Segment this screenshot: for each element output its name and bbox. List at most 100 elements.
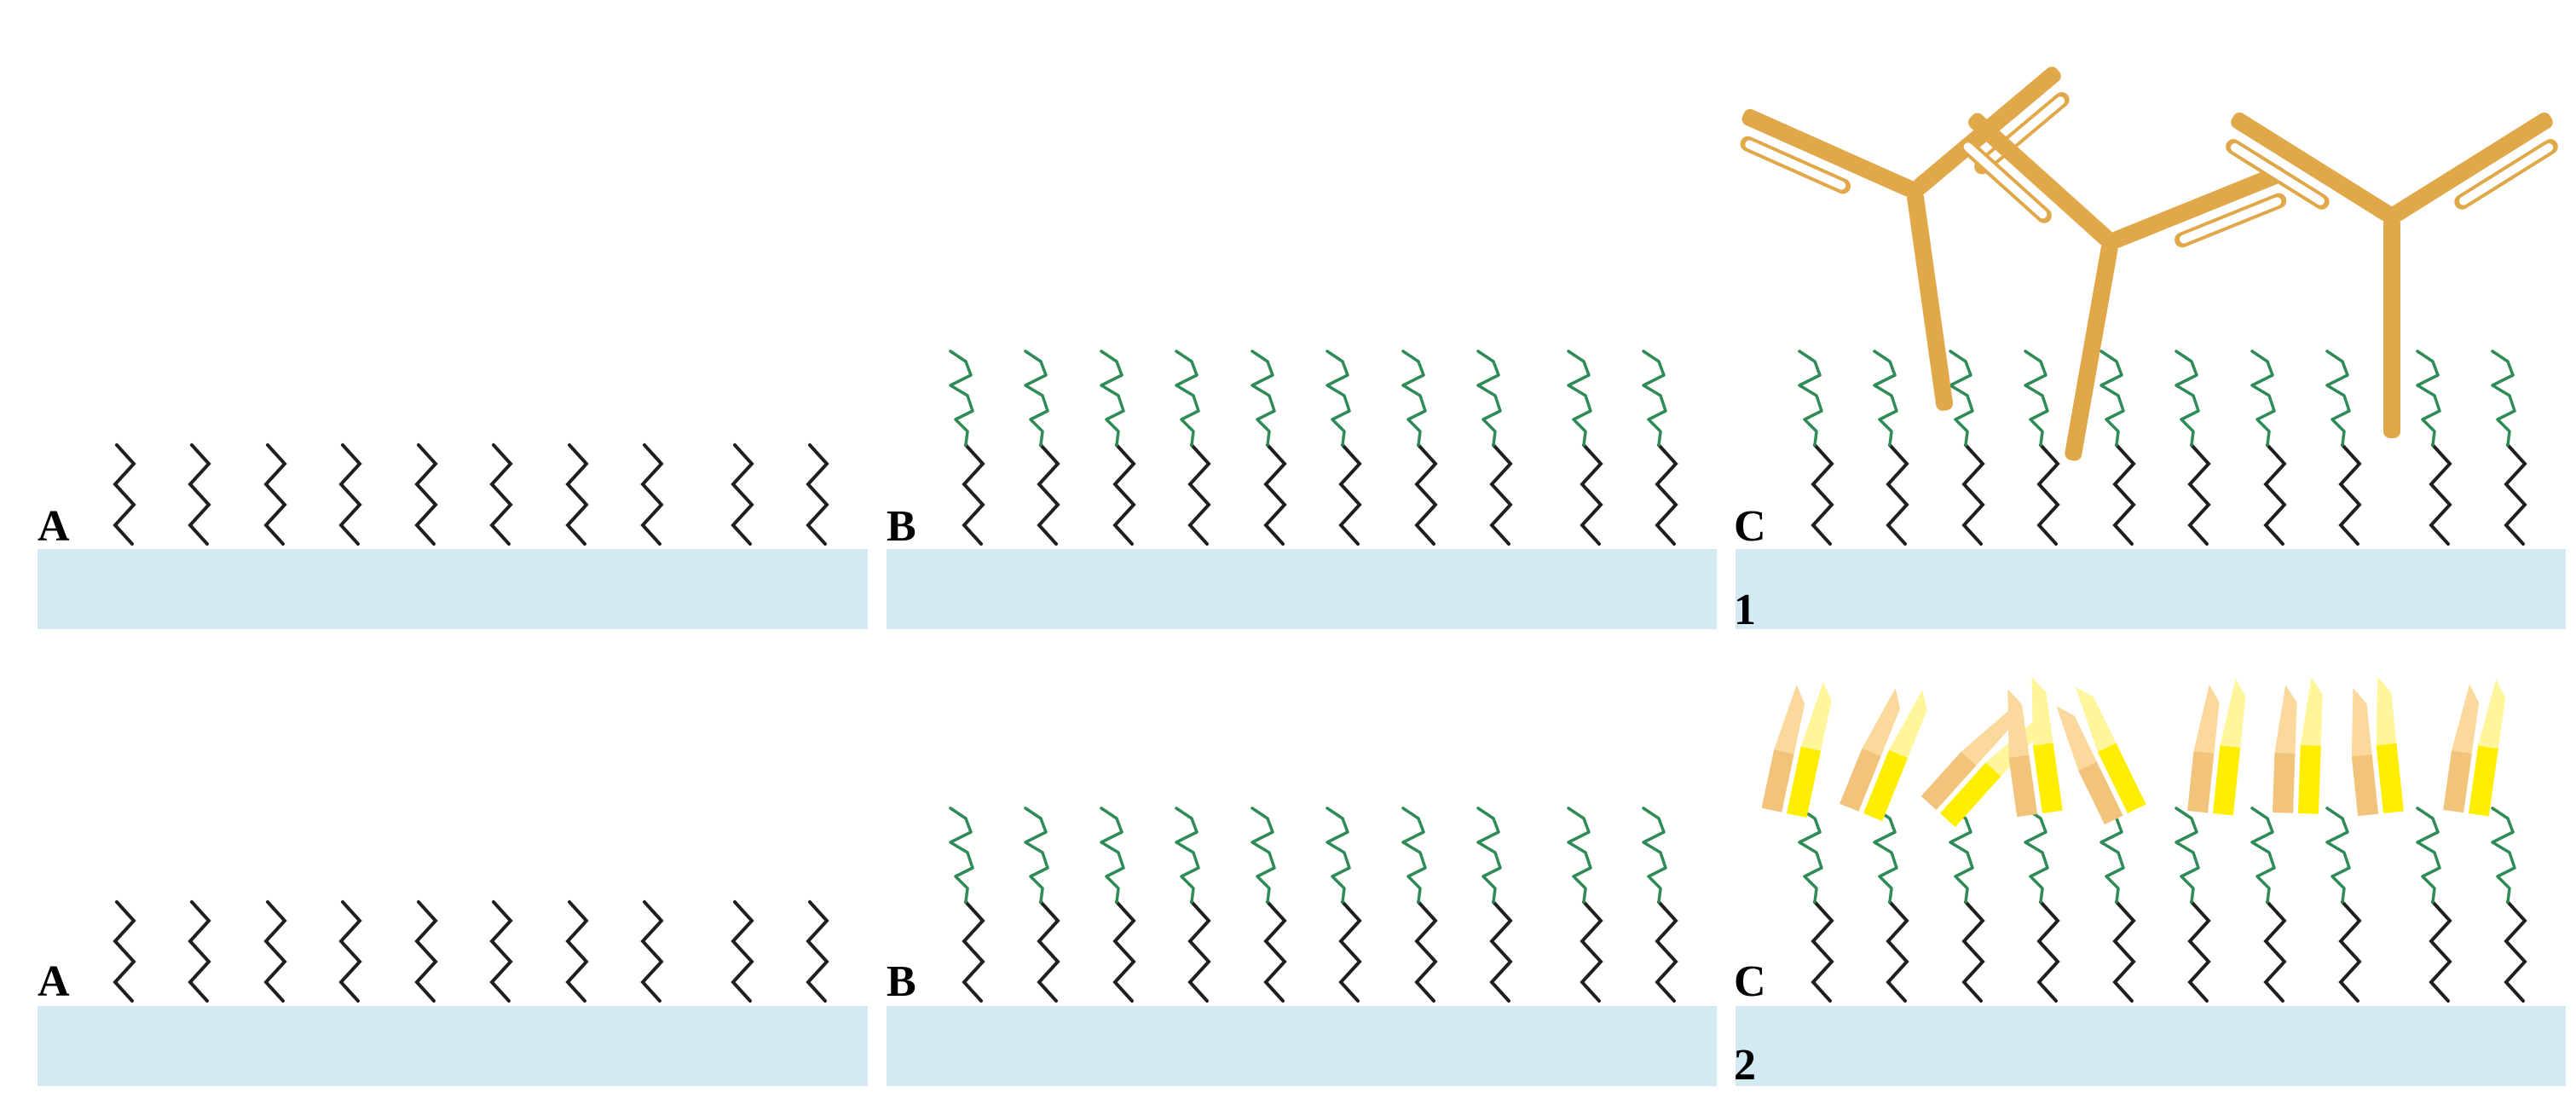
fragment-lobe-right-base <box>2213 745 2241 816</box>
linker-chain-icon <box>1476 350 1502 447</box>
linker-chain-icon <box>1024 806 1049 904</box>
zigzag-chain-icon <box>338 443 362 546</box>
linker-chain-icon <box>2024 806 2049 904</box>
zigzag-chain-icon <box>1338 900 1362 1003</box>
zigzag-chain-icon <box>263 900 287 1003</box>
linker-chain-icon <box>1873 350 1898 447</box>
linker-chain-icon <box>1567 806 1592 904</box>
linker-chain-icon <box>2491 806 2516 904</box>
fragment-lobe-left-base <box>1761 749 1794 812</box>
antibody-light-chain-core <box>2459 143 2554 205</box>
antibody-fragment-icon <box>1761 681 1832 818</box>
zigzag-chain-icon <box>414 900 438 1003</box>
zigzag-chain-icon <box>188 900 211 1003</box>
zigzag-chain-icon <box>1414 443 1438 546</box>
antibody-fragment-icon <box>2187 678 2246 816</box>
row1-panel-c-label: C <box>1734 502 1766 551</box>
linker-chain-icon <box>2416 806 2441 904</box>
antibody-arm-left <box>1959 113 2114 246</box>
fragment-lobe-right-base <box>1787 746 1822 818</box>
row2-number-label: 2 <box>1734 1041 1756 1090</box>
antibody-fragment-icon <box>2007 677 2063 818</box>
zigzag-chain-icon <box>1580 900 1603 1003</box>
linker-chain-icon <box>1100 350 1125 447</box>
fragment-lobe-right-base <box>1940 762 2001 828</box>
row2-panel-b <box>887 806 1717 1086</box>
linker-chain-icon <box>949 806 974 904</box>
zigzag-chain-icon <box>1187 443 1211 546</box>
fragment-lobe-left-base <box>2008 754 2038 818</box>
zigzag-chain-icon <box>113 900 136 1003</box>
zigzag-chain-icon <box>565 443 589 546</box>
linker-chain-icon <box>2250 806 2276 904</box>
row1-panel-b <box>887 350 1717 629</box>
row2-panel-a-label: A <box>38 957 70 1006</box>
linker-chain-icon <box>1798 350 1823 447</box>
antibody-fragment-icon <box>1840 688 1927 821</box>
zigzag-chain-icon <box>2429 443 2452 546</box>
zigzag-chain-icon <box>2112 900 2136 1003</box>
linker-chain-icon <box>949 350 974 447</box>
zigzag-chain-icon <box>338 900 362 1003</box>
antibody-heavy-chain <box>2231 112 2394 222</box>
linker-chain-icon <box>1175 350 1200 447</box>
linker-chain-icon <box>2325 806 2351 904</box>
linker-chain-icon <box>2175 350 2200 447</box>
substrate-surface <box>887 1006 1717 1086</box>
fragment-lobe-left-base <box>2273 752 2296 813</box>
antibody-fragment-icon <box>2273 677 2323 814</box>
row2-panel-c <box>1736 676 2566 1086</box>
antibody-heavy-chain <box>1968 113 2114 246</box>
fragment-lobe-left-base <box>1840 748 1881 812</box>
row2-panel-c-label: C <box>1734 957 1766 1006</box>
zigzag-chain-icon <box>1580 443 1603 546</box>
zigzag-chain-icon <box>1489 900 1513 1003</box>
zigzag-chain-icon <box>1961 900 1985 1003</box>
row-2 <box>38 676 2566 1086</box>
linker-chain-icon <box>2099 806 2125 904</box>
zigzag-chain-icon <box>1886 900 1909 1003</box>
zigzag-chain-icon <box>113 443 136 546</box>
zigzag-chain-icon <box>2036 900 2060 1003</box>
zigzag-chain-icon <box>2338 443 2362 546</box>
row1-panel-b-label: B <box>887 502 916 551</box>
linker-chain-icon <box>1250 806 1276 904</box>
zigzag-chain-icon <box>962 900 985 1003</box>
antibody-light-chain-core <box>1745 140 1846 190</box>
zigzag-chain-icon <box>1112 443 1136 546</box>
fragment-lobe-right-base <box>2469 745 2498 817</box>
row1-number-label: 1 <box>1734 586 1756 634</box>
zigzag-chain-icon <box>2429 900 2452 1003</box>
linker-chain-icon <box>2099 350 2125 447</box>
y-antibody-icon <box>1740 66 2070 411</box>
zigzag-chain-icon <box>263 443 287 546</box>
zigzag-chain-icon <box>2263 443 2287 546</box>
zigzag-chain-icon <box>2263 900 2287 1003</box>
zigzag-chain-icon <box>565 900 589 1003</box>
zigzag-chain-icon <box>1655 900 1678 1003</box>
zigzag-chain-icon <box>2187 900 2211 1003</box>
substrate-surface <box>38 549 868 629</box>
zigzag-chain-icon <box>1489 443 1513 546</box>
antibody-arm-left <box>1740 108 1916 197</box>
linker-chain-icon <box>1100 806 1125 904</box>
linker-chain-icon <box>2491 350 2516 447</box>
linker-chain-icon <box>1401 806 1427 904</box>
fragment-lobe-left-base <box>2351 754 2379 817</box>
fragment-lobe-right-base <box>2097 743 2146 813</box>
linker-chain-icon <box>1175 806 1200 904</box>
zigzag-chain-icon <box>489 443 513 546</box>
row2-panel-a <box>38 900 868 1086</box>
linker-chain-icon <box>1401 350 1427 447</box>
zigzag-chain-icon <box>1414 900 1438 1003</box>
zigzag-chain-icon <box>2112 443 2136 546</box>
linker-chain-icon <box>1250 350 1276 447</box>
antibody-light-chain-core <box>1963 142 2048 219</box>
antibody-heavy-chain <box>2109 165 2286 248</box>
zigzag-chain-icon <box>414 443 438 546</box>
antibody-heavy-chain <box>1741 108 1916 197</box>
row2-panel-b-label: B <box>887 957 916 1006</box>
zigzag-chain-icon <box>1263 900 1287 1003</box>
fragment-lobe-right-base <box>2298 745 2321 814</box>
fragment-lobe-left-base <box>2187 751 2215 813</box>
